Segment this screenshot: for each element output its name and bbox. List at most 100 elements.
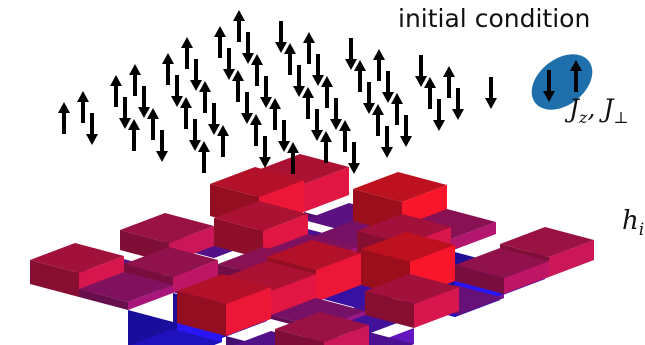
field-block-top <box>267 240 361 270</box>
spin-up-arrow <box>162 53 174 85</box>
spin-down-arrow <box>485 77 497 109</box>
spin-up-arrow <box>320 131 332 163</box>
spin-up-arrow <box>303 32 315 64</box>
field-block-top <box>353 172 447 202</box>
field-block-top <box>357 214 451 244</box>
field-block-front <box>177 291 226 336</box>
field-block-side <box>324 325 369 345</box>
spin-up-arrow <box>128 119 140 151</box>
spin-down-arrow <box>259 136 271 168</box>
spin-down-arrow <box>433 99 445 131</box>
spin-up-arrow <box>373 49 385 81</box>
field-block-top <box>79 272 173 302</box>
spin-up-arrow <box>354 60 366 92</box>
spin-up-arrow <box>269 98 281 130</box>
spin-up-arrow <box>424 77 436 109</box>
spin-down-arrow <box>242 32 254 64</box>
spin-down-arrow <box>278 120 290 152</box>
spin-down-arrow <box>241 92 253 124</box>
spin-down-arrow <box>171 75 183 107</box>
field-block-front <box>455 265 504 294</box>
random-field-landscape <box>30 154 594 345</box>
spin-up-arrow <box>58 102 70 134</box>
field-block-side <box>173 260 218 293</box>
coupling-label-text: Jz, J⊥ <box>569 94 629 127</box>
spin-down-arrow <box>260 76 272 108</box>
spin-up-arrow <box>198 141 210 173</box>
spin-configuration <box>58 10 497 174</box>
field-block-side <box>316 253 361 302</box>
spin-up-arrow <box>443 66 455 98</box>
initial-condition-label: initial condition <box>398 4 591 33</box>
spin-down-arrow <box>311 109 323 141</box>
field-block-side <box>271 274 316 319</box>
spin-down-arrow <box>348 142 360 174</box>
field-block-top <box>210 167 304 197</box>
spin-down-arrow <box>293 65 305 97</box>
spin-up-arrow <box>232 70 244 102</box>
spin-up-arrow <box>391 93 403 125</box>
spin-up-arrow <box>287 142 299 174</box>
spin-down-arrow <box>138 86 150 118</box>
field-block-side <box>451 222 496 251</box>
field-block-front <box>365 291 414 328</box>
field-block-top <box>361 232 455 262</box>
spin-down-arrow <box>86 113 98 145</box>
spin-down-arrow <box>345 38 357 70</box>
field-block-top <box>120 213 214 243</box>
field-label: hi <box>622 206 644 240</box>
spin-up-arrow <box>77 91 89 123</box>
spin-down-arrow <box>363 82 375 114</box>
field-block-top <box>365 274 459 304</box>
spin-up-arrow <box>284 43 296 75</box>
field-block-side <box>414 287 459 328</box>
spin-down-arrow <box>381 126 393 158</box>
spin-up-arrow <box>110 75 122 107</box>
field-block-side <box>128 285 173 310</box>
spin-up-arrow <box>129 64 141 96</box>
spin-down-arrow <box>189 119 201 151</box>
field-block-front <box>79 289 128 310</box>
field-block-top <box>455 248 549 278</box>
field-block-side <box>549 240 594 277</box>
field-block-top <box>275 312 369 342</box>
field-block-front <box>214 218 263 259</box>
spin-down-arrow <box>223 48 235 80</box>
spin-down-arrow <box>452 88 464 120</box>
coupling-label: Jz, J⊥ <box>569 94 628 127</box>
spin-up-arrow <box>181 37 193 69</box>
spin-up-arrow <box>321 76 333 108</box>
field-block-top <box>124 247 218 277</box>
field-label-text: hi <box>622 206 645 241</box>
field-block-side <box>504 261 549 294</box>
spin-up-arrow <box>217 125 229 157</box>
field-block-side <box>304 167 349 212</box>
field-block-top <box>177 274 271 304</box>
spin-up-arrow <box>251 54 263 86</box>
spin-down-arrow <box>415 55 427 87</box>
spin-up-arrow <box>570 60 582 92</box>
spin-down-arrow <box>275 21 287 53</box>
field-block-top <box>30 243 124 273</box>
field-block-top <box>500 227 594 257</box>
field-block-top <box>130 329 222 345</box>
coupling-highlight <box>531 54 593 110</box>
field-block-front <box>30 260 79 297</box>
spin-up-arrow <box>233 10 245 42</box>
spin-up-arrow <box>339 120 351 152</box>
field-block-top <box>214 201 308 231</box>
spin-up-arrow <box>147 108 159 140</box>
spin-down-arrow <box>190 59 202 91</box>
spin-down-arrow <box>312 54 324 86</box>
spin-up-arrow <box>214 26 226 58</box>
spin-down-arrow <box>119 97 131 129</box>
spin-up-arrow <box>302 87 314 119</box>
spin-up-arrow <box>180 97 192 129</box>
spin-down-arrow <box>330 98 342 130</box>
spin-up-arrow <box>199 81 211 113</box>
field-block-side <box>226 287 271 336</box>
spin-down-arrow <box>156 130 168 162</box>
spin-down-arrow <box>400 115 412 147</box>
spin-down-arrow <box>208 103 220 135</box>
